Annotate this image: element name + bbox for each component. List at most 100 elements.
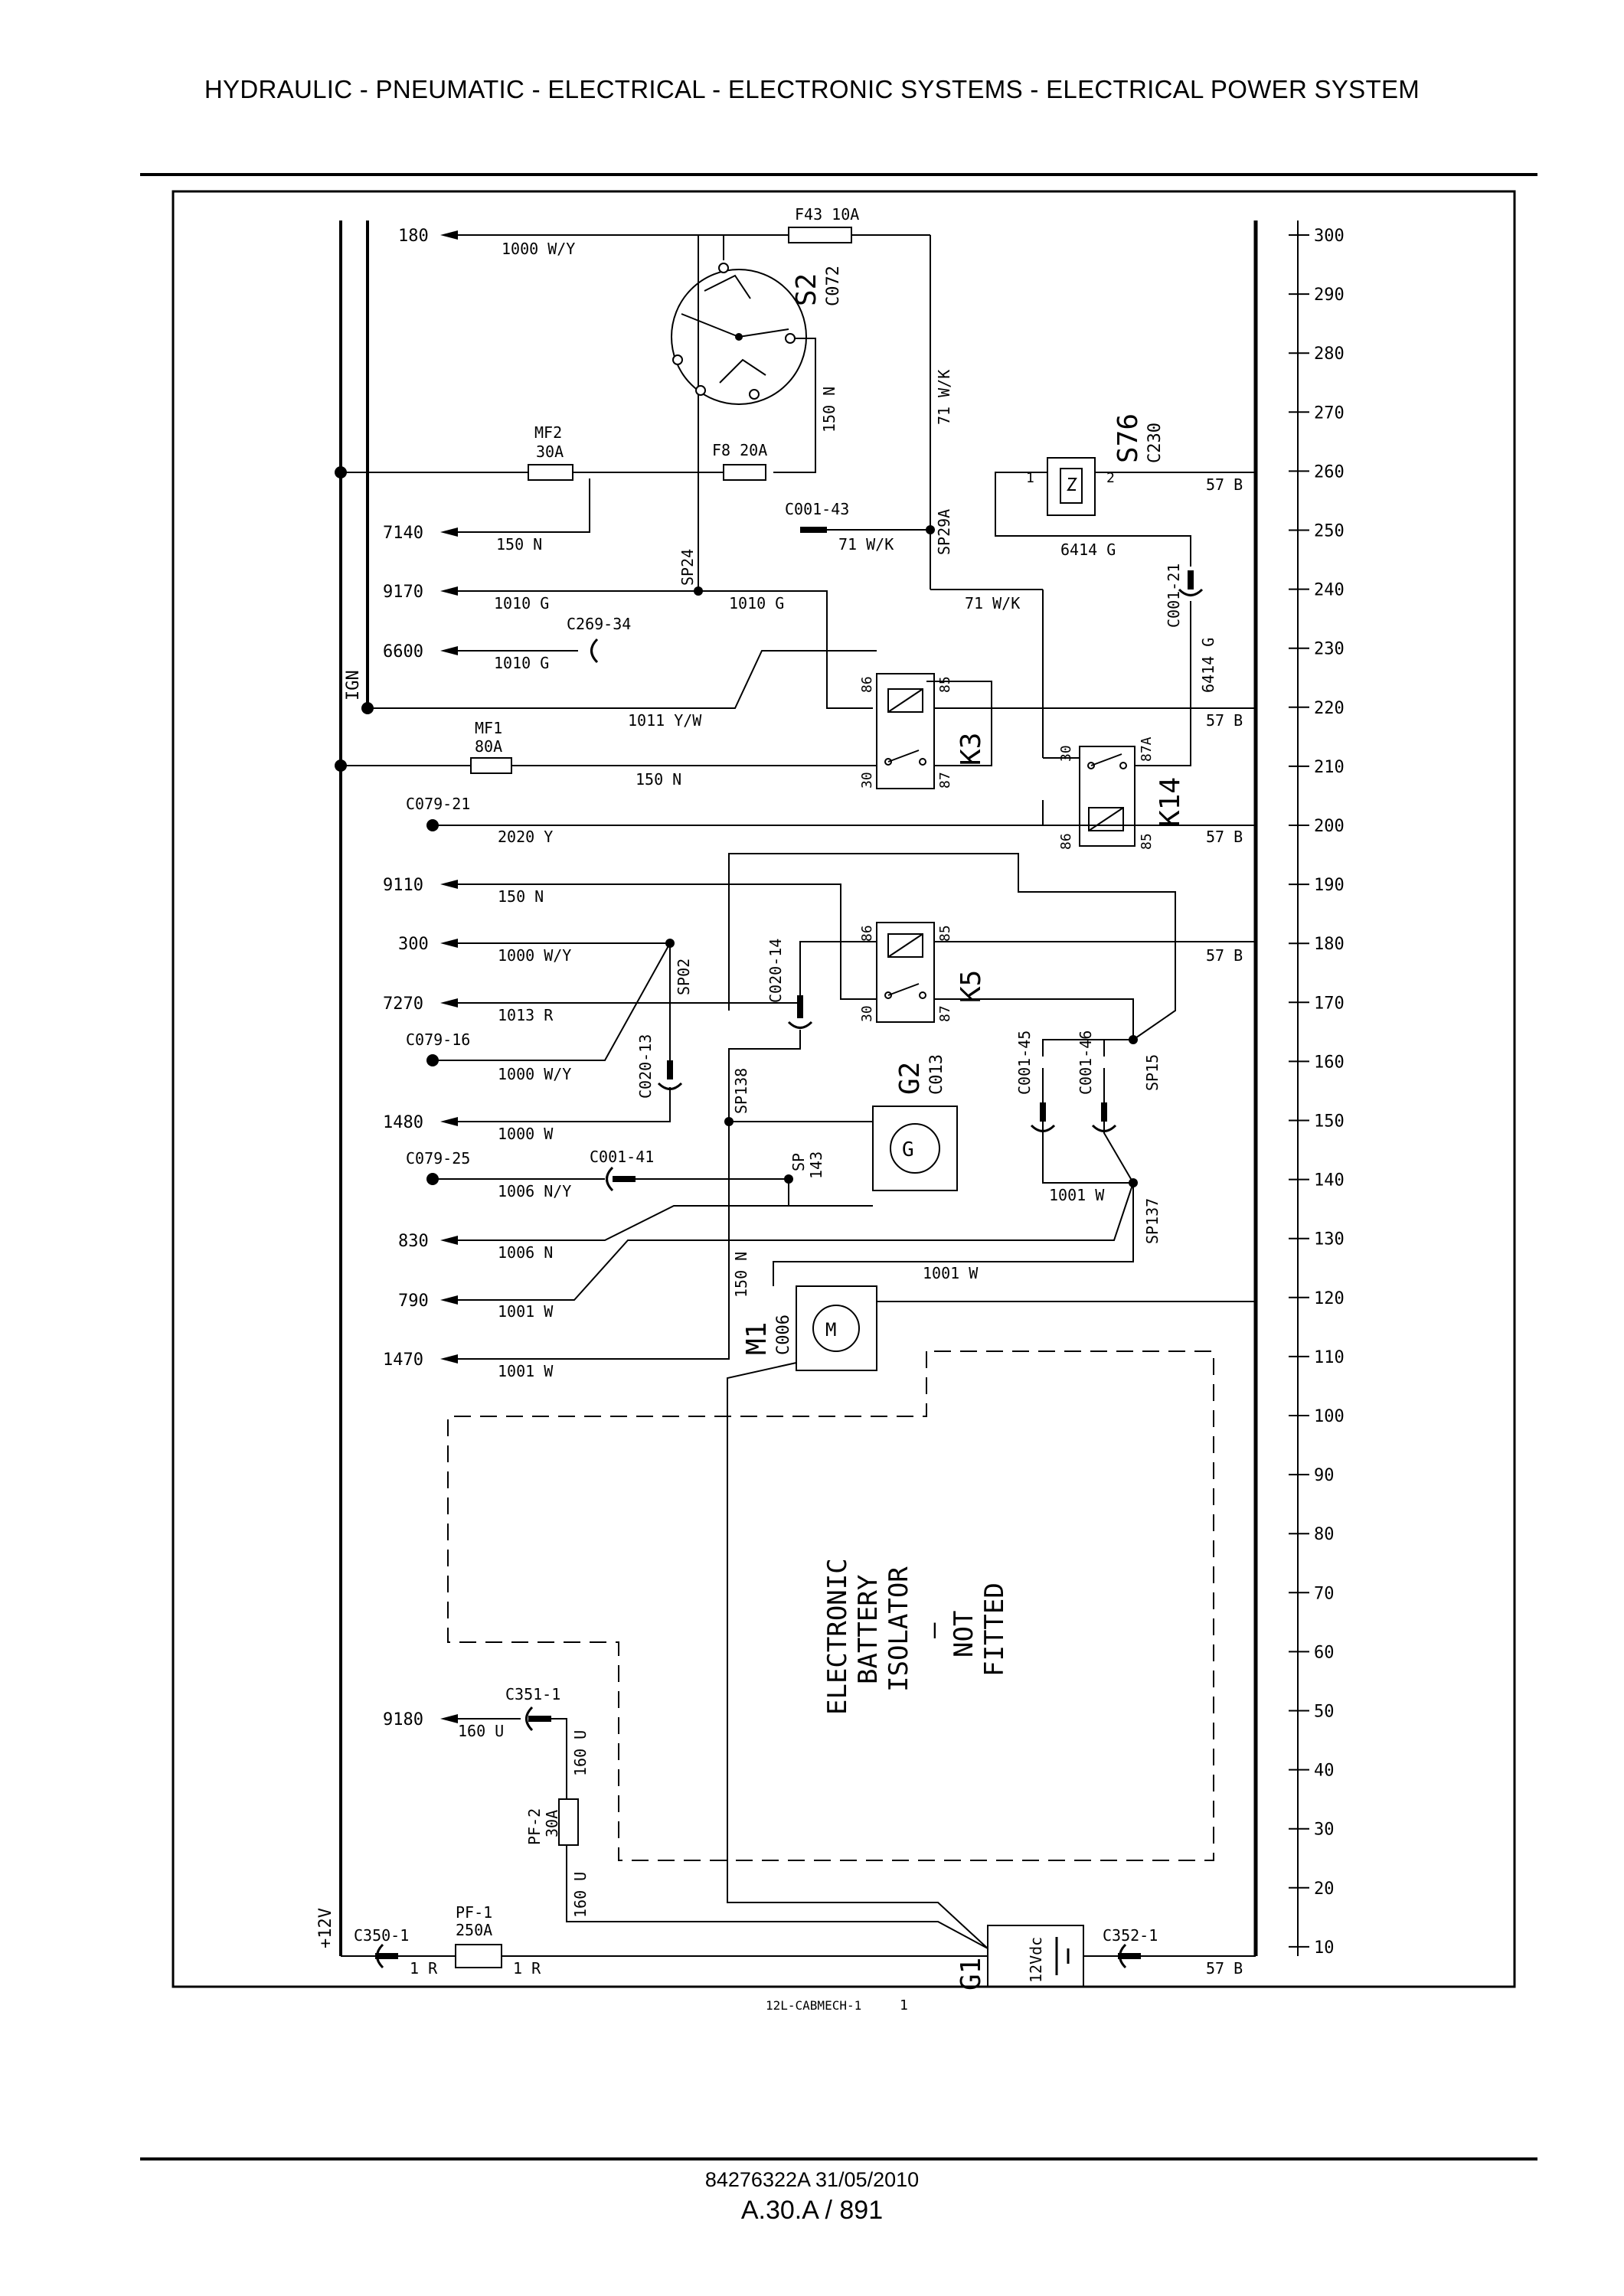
output-7140: 7140: [383, 524, 423, 543]
page-number: A.30.A / 891: [740, 2196, 884, 2225]
s76-switch: [1047, 457, 1096, 516]
scale-tick-label: 40: [1314, 1762, 1335, 1781]
scale-tick-label: 150: [1314, 1112, 1345, 1132]
plus12v-label: +12V: [316, 1908, 335, 1948]
output-arrow: [440, 998, 458, 1008]
g1-battery: [987, 1925, 1084, 1987]
svg-text:143: 143: [807, 1151, 825, 1179]
connector-c351-1: C351-1: [505, 1685, 560, 1703]
output-7270: 7270: [383, 994, 423, 1014]
page-title: HYDRAULIC - PNEUMATIC - ELECTRICAL - ELE…: [204, 75, 1420, 103]
svg-text:6414 G: 6414 G: [1199, 638, 1217, 693]
connector-c001-46: C001-46: [1077, 1030, 1095, 1095]
s76-pin-1: 1: [1026, 470, 1034, 486]
svg-text:FITTED: FITTED: [979, 1582, 1010, 1677]
svg-text:1000 W/Y: 1000 W/Y: [502, 240, 575, 258]
svg-text:ISOLATOR: ISOLATOR: [884, 1566, 914, 1692]
svg-text:SP138: SP138: [732, 1068, 750, 1114]
bus-bars: [339, 220, 1299, 1956]
k5-label: K5: [956, 970, 987, 1003]
svg-text:85: 85: [1139, 833, 1155, 850]
svg-text:SP02: SP02: [675, 959, 693, 995]
svg-text:150 N: 150 N: [496, 535, 542, 554]
scale-tick-label: 290: [1314, 286, 1345, 305]
svg-text:57 B: 57 B: [1206, 1959, 1243, 1978]
svg-text:1010 G: 1010 G: [494, 654, 549, 672]
svg-text:SP137: SP137: [1143, 1198, 1162, 1244]
svg-text:–: –: [918, 1622, 949, 1638]
scale-tick-label: 240: [1314, 581, 1345, 600]
scale-tick-label: 300: [1314, 227, 1345, 246]
svg-text:87: 87: [937, 1005, 953, 1022]
svg-text:160 U: 160 U: [571, 1872, 590, 1918]
scale-tick-label: 70: [1314, 1584, 1335, 1603]
output-180: 180: [398, 227, 429, 246]
svg-text:30: 30: [859, 772, 875, 789]
connector-c001-43: C001-43: [785, 500, 849, 518]
scale-tick-label: 110: [1314, 1348, 1345, 1367]
k14-label: K14: [1155, 777, 1186, 827]
svg-text:1011 Y/W: 1011 Y/W: [628, 711, 702, 730]
svg-text:M: M: [825, 1319, 836, 1341]
svg-text:71 W/K: 71 W/K: [965, 594, 1020, 612]
relay-pins: 86 85 30 87 86 85 30 87 30 87A 86 85: [859, 676, 1155, 1022]
svg-text:30A: 30A: [543, 1810, 561, 1837]
svg-text:86: 86: [859, 676, 875, 693]
svg-text:150 N: 150 N: [820, 387, 838, 433]
g1-label: G1: [956, 1958, 987, 1991]
output-1480: 1480: [383, 1113, 423, 1132]
connector-c079-16: C079-16: [406, 1030, 470, 1049]
svg-text:1000 W/Y: 1000 W/Y: [498, 946, 571, 965]
wire-labels: 1000 W/Y 150 N 1010 G 1010 G 1010 G 150 …: [410, 240, 1243, 1978]
relay-k3: [876, 673, 935, 789]
connector-c350-1: C350-1: [354, 1926, 409, 1945]
isolator-outline: [447, 1350, 1214, 1861]
g2-label: G2: [894, 1062, 926, 1095]
s2-label: S2: [791, 273, 822, 306]
scale-tick-label: 270: [1314, 403, 1345, 423]
fuse-symbols: [455, 227, 852, 1968]
svg-text:85: 85: [937, 925, 953, 942]
svg-text:1010 G: 1010 G: [729, 594, 784, 612]
svg-text:1006 N: 1006 N: [498, 1243, 553, 1262]
output-arrow: [440, 1714, 458, 1723]
svg-text:30: 30: [859, 1005, 875, 1022]
svg-text:SP: SP: [789, 1153, 808, 1171]
svg-text:ELECTRONIC: ELECTRONIC: [822, 1558, 853, 1715]
connector-c079-21: C079-21: [406, 795, 470, 813]
svg-text:80A: 80A: [475, 737, 502, 756]
scale-tick-label: 30: [1314, 1821, 1335, 1840]
s76-pin-2: 2: [1106, 470, 1115, 486]
svg-text:87: 87: [937, 772, 953, 789]
relay-k14: [1079, 746, 1135, 847]
output-arrow: [440, 646, 458, 655]
svg-text:BATTERY: BATTERY: [853, 1575, 884, 1684]
scale-tick-label: 140: [1314, 1171, 1345, 1190]
output-300: 300: [398, 935, 429, 954]
output-9110: 9110: [383, 876, 423, 895]
scale-tick-label: 20: [1314, 1880, 1335, 1899]
output-arrow: [440, 230, 458, 240]
svg-text:1013 R: 1013 R: [498, 1006, 554, 1024]
header-rule: [140, 173, 1537, 176]
s76-label: S76: [1113, 413, 1144, 463]
svg-text:150 N: 150 N: [732, 1252, 750, 1298]
output-arrow: [440, 586, 458, 596]
svg-text:160 U: 160 U: [458, 1722, 504, 1740]
svg-text:30A: 30A: [536, 443, 564, 461]
svg-text:1001 W: 1001 W: [498, 1362, 554, 1380]
scale-tick-label: 260: [1314, 462, 1345, 482]
scale-tick-label: 160: [1314, 1053, 1345, 1072]
output-arrow: [440, 1354, 458, 1364]
output-arrow: [440, 1117, 458, 1126]
scale-tick-label: 60: [1314, 1643, 1335, 1662]
output-9180: 9180: [383, 1710, 423, 1729]
scale-tick-label: 230: [1314, 640, 1345, 659]
m1-starter-motor: M: [796, 1285, 877, 1371]
s2-connector-label: C072: [824, 266, 843, 306]
svg-text:SP24: SP24: [678, 549, 697, 586]
svg-text:85: 85: [937, 676, 953, 693]
svg-text:57 B: 57 B: [1206, 946, 1243, 965]
output-arrow: [440, 939, 458, 948]
